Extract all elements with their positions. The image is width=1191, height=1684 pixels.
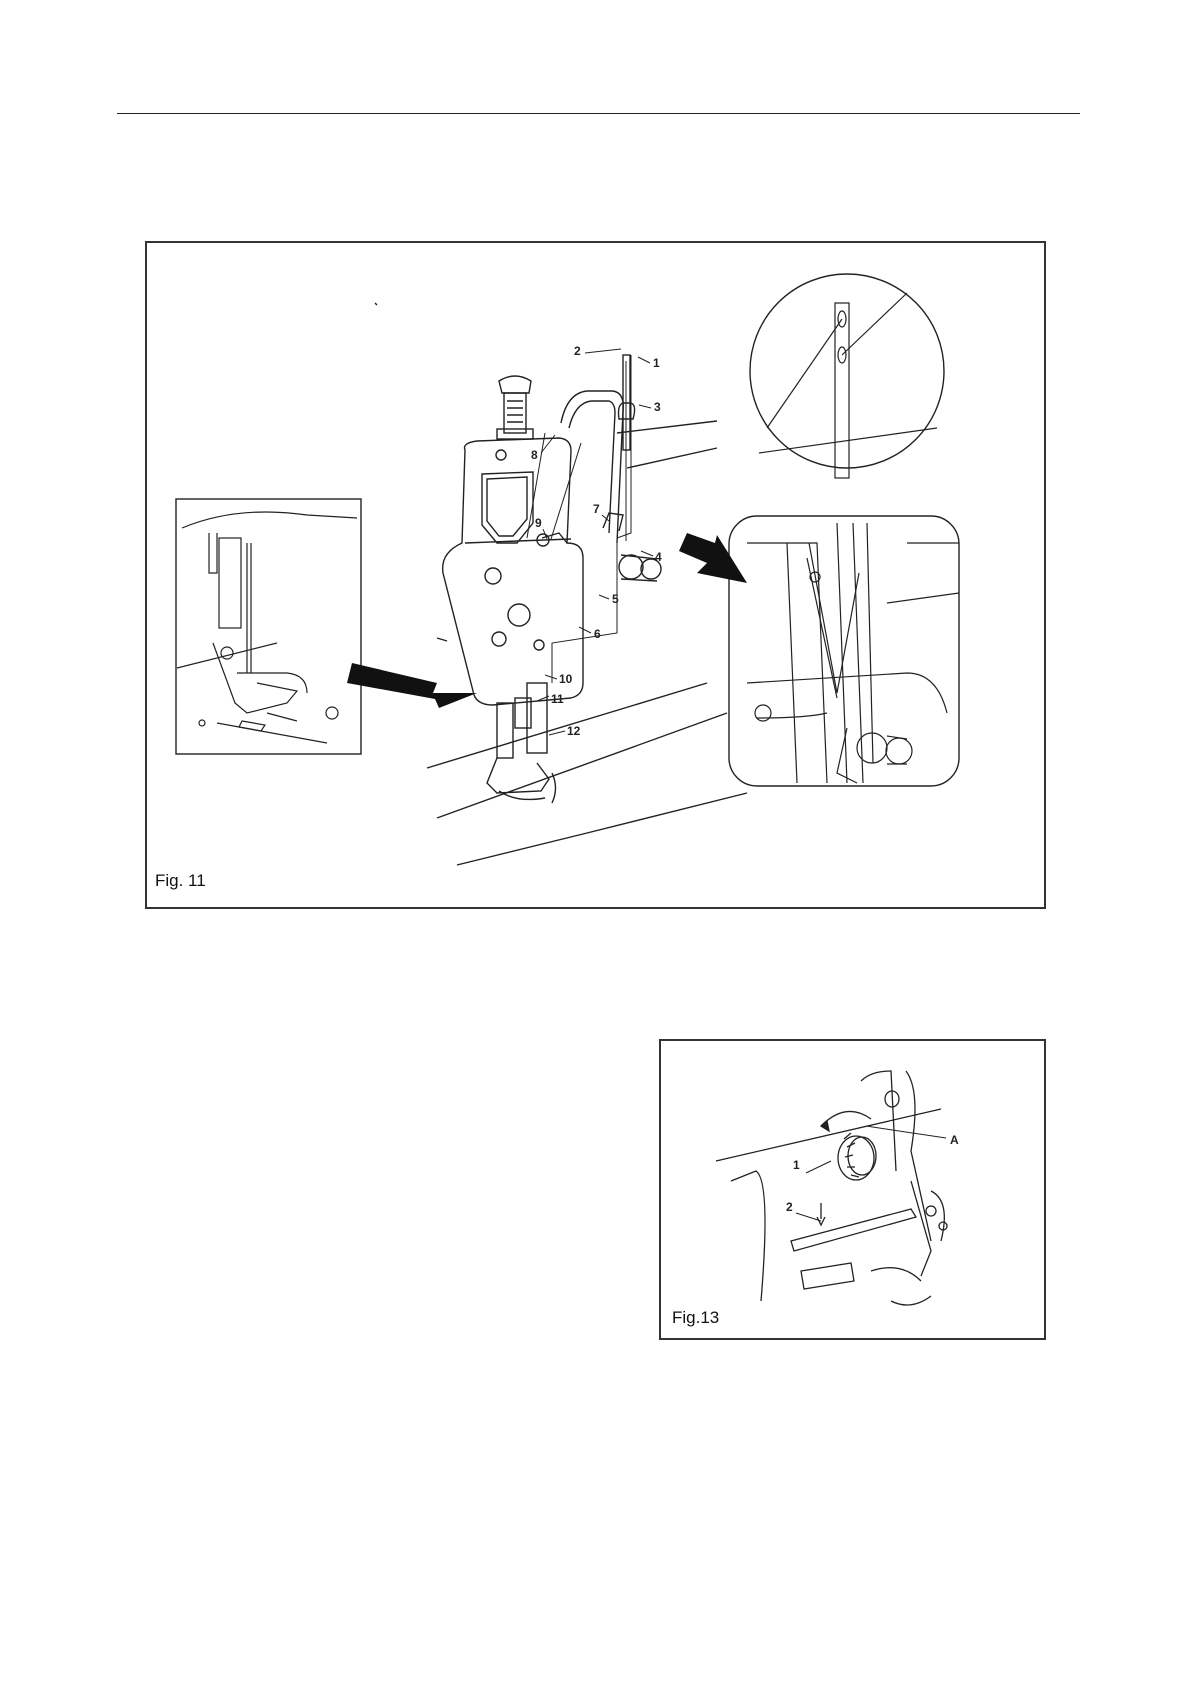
callout-1: 1 [793,1158,800,1172]
callout-11: 11 [551,692,564,706]
rotation-arrow [821,1111,871,1126]
press-arrow [817,1203,825,1225]
tension-knob [619,555,643,579]
sewing-machine-head-drawing: 2 1 3 8 7 9 4 5 6 10 11 12 [147,243,1044,907]
callout-10: 10 [559,672,573,686]
callout-1: 1 [653,356,660,370]
callout-9: 9 [535,516,542,530]
header-rule [117,113,1080,114]
figure-11-caption: Fig. 11 [155,871,206,891]
figure-13: 1 2 A Fig.13 [659,1039,1046,1340]
callout-6: 6 [594,627,601,641]
presser-foot [487,758,549,793]
needle-eye-detail-circle [750,274,944,478]
table-edge-line [437,713,727,818]
callout-12: 12 [567,724,581,738]
callout-5: 5 [612,592,619,606]
stitch-regulator-drawing: 1 2 A [661,1041,1044,1338]
callout-7: 7 [593,502,600,516]
face-plate [801,1263,854,1289]
left-detail-inset [176,499,361,754]
pointer-arrow-left [347,663,477,708]
figure-11: 2 1 3 8 7 9 4 5 6 10 11 12 [145,241,1046,909]
callout-3: 3 [654,400,661,414]
pressure-regulator [504,393,526,433]
callout-4: 4 [655,550,662,564]
needle-bar [527,683,547,753]
callout-8: 8 [531,448,538,462]
figure-13-caption: Fig.13 [672,1308,719,1328]
callout-A: A [950,1133,959,1147]
thread-path [552,355,631,683]
callout-2: 2 [786,1200,793,1214]
tension-detail-inset [729,516,959,786]
adjustment-bar [791,1209,916,1251]
callout-2: 2 [574,344,581,358]
face-plate-window [482,472,533,543]
